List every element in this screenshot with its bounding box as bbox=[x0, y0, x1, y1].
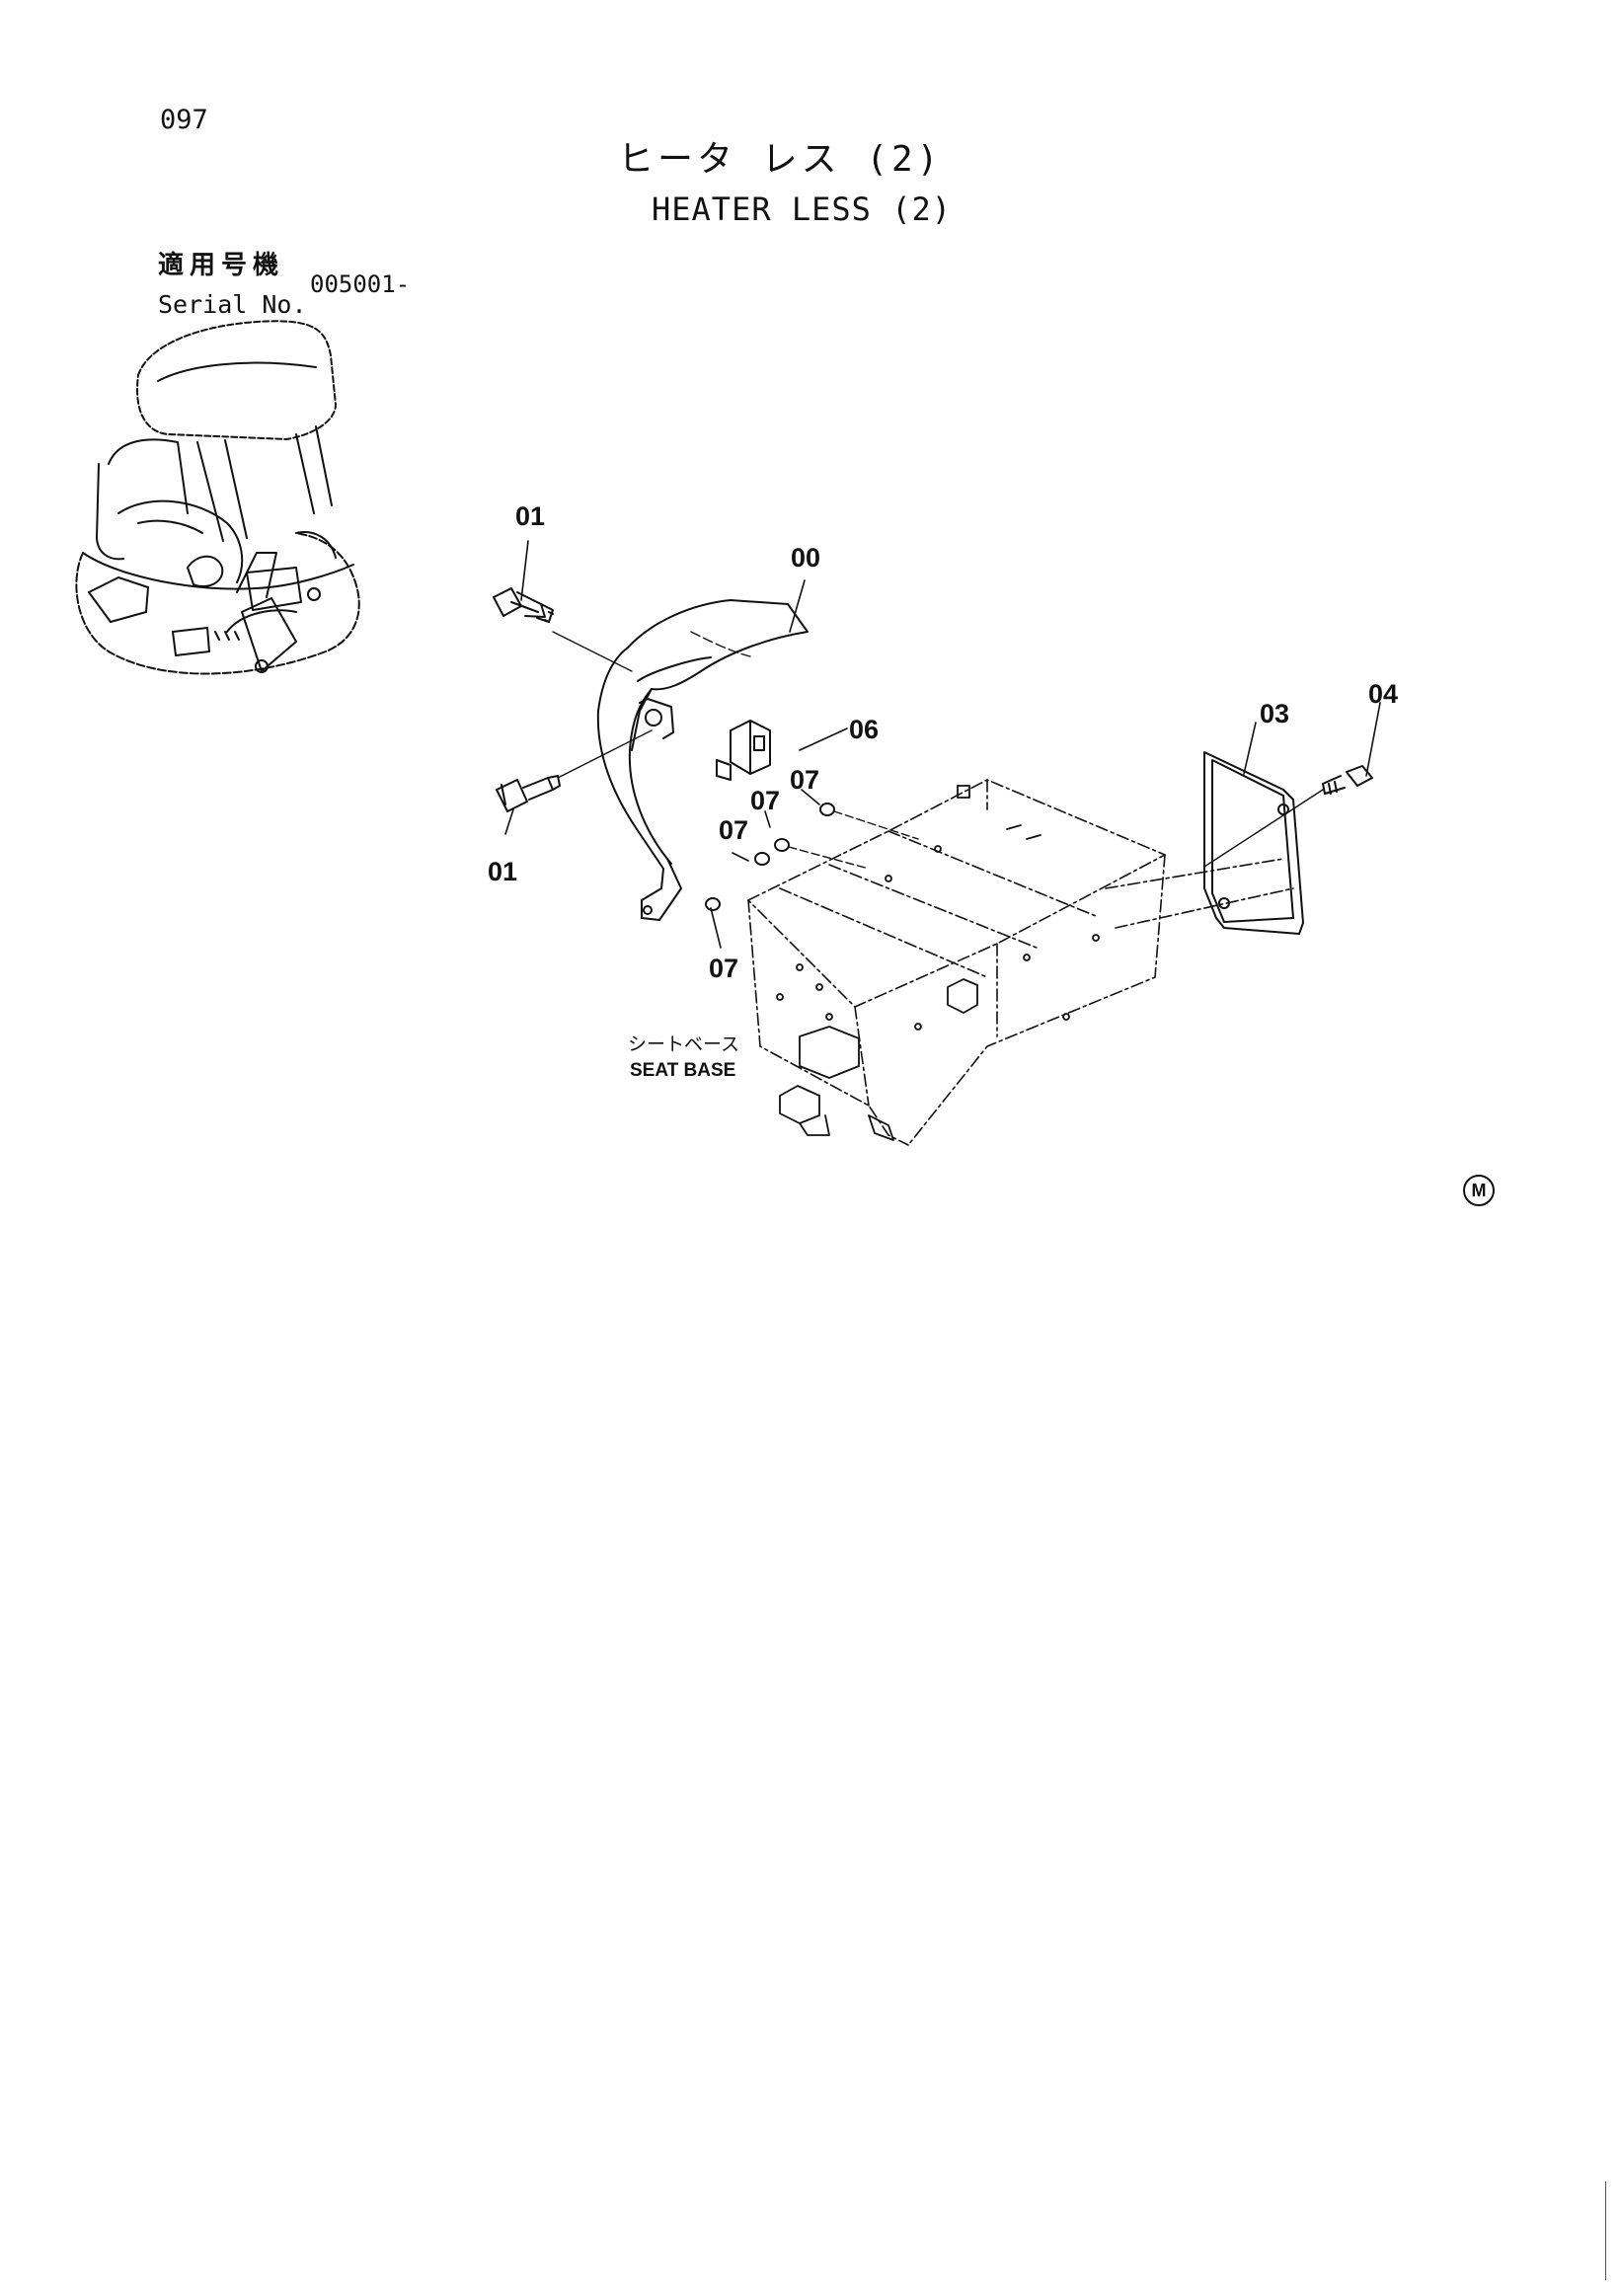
screw-part-04 bbox=[1203, 765, 1373, 868]
serial-number-range: 005001- bbox=[310, 270, 411, 298]
bracket-part-00 bbox=[596, 599, 809, 921]
seat-base-label-english: SEAT BASE bbox=[630, 1060, 736, 1081]
callout-leaders bbox=[504, 540, 1381, 949]
seat-base-phantom bbox=[747, 779, 1294, 1146]
page-title-japanese: ヒータ レス (2) bbox=[618, 139, 943, 180]
callout-07-a: 07 bbox=[790, 765, 820, 795]
circled-m-mark: M bbox=[1463, 1175, 1495, 1206]
seat-base-details bbox=[776, 785, 1100, 1141]
callout-07-c: 07 bbox=[719, 815, 749, 845]
callout-04: 04 bbox=[1368, 679, 1399, 709]
page-title-english: HEATER LESS (2) bbox=[652, 191, 952, 228]
seat-base-label-japanese: シートベース bbox=[628, 1033, 740, 1055]
serial-label-english: Serial No. bbox=[158, 290, 307, 319]
callout-01-bottom: 01 bbox=[488, 857, 518, 886]
callout-07-b: 07 bbox=[750, 786, 781, 815]
nuts-part-07 bbox=[705, 803, 919, 911]
clip-part-06 bbox=[716, 720, 771, 781]
callout-06: 06 bbox=[849, 715, 880, 744]
bolt-top bbox=[493, 587, 633, 672]
callout-03: 03 bbox=[1260, 699, 1290, 728]
serial-label-japanese: 適用号機 bbox=[158, 251, 285, 280]
callout-01-top: 01 bbox=[515, 501, 546, 531]
machine-overview-illustration bbox=[75, 320, 360, 675]
callout-00: 00 bbox=[791, 543, 821, 573]
page-number: 097 bbox=[160, 105, 208, 135]
callout-07-d: 07 bbox=[709, 954, 739, 983]
page-edge-line bbox=[1605, 2181, 1606, 2280]
plate-part-03 bbox=[1203, 751, 1304, 935]
bolt-bottom bbox=[496, 729, 653, 812]
